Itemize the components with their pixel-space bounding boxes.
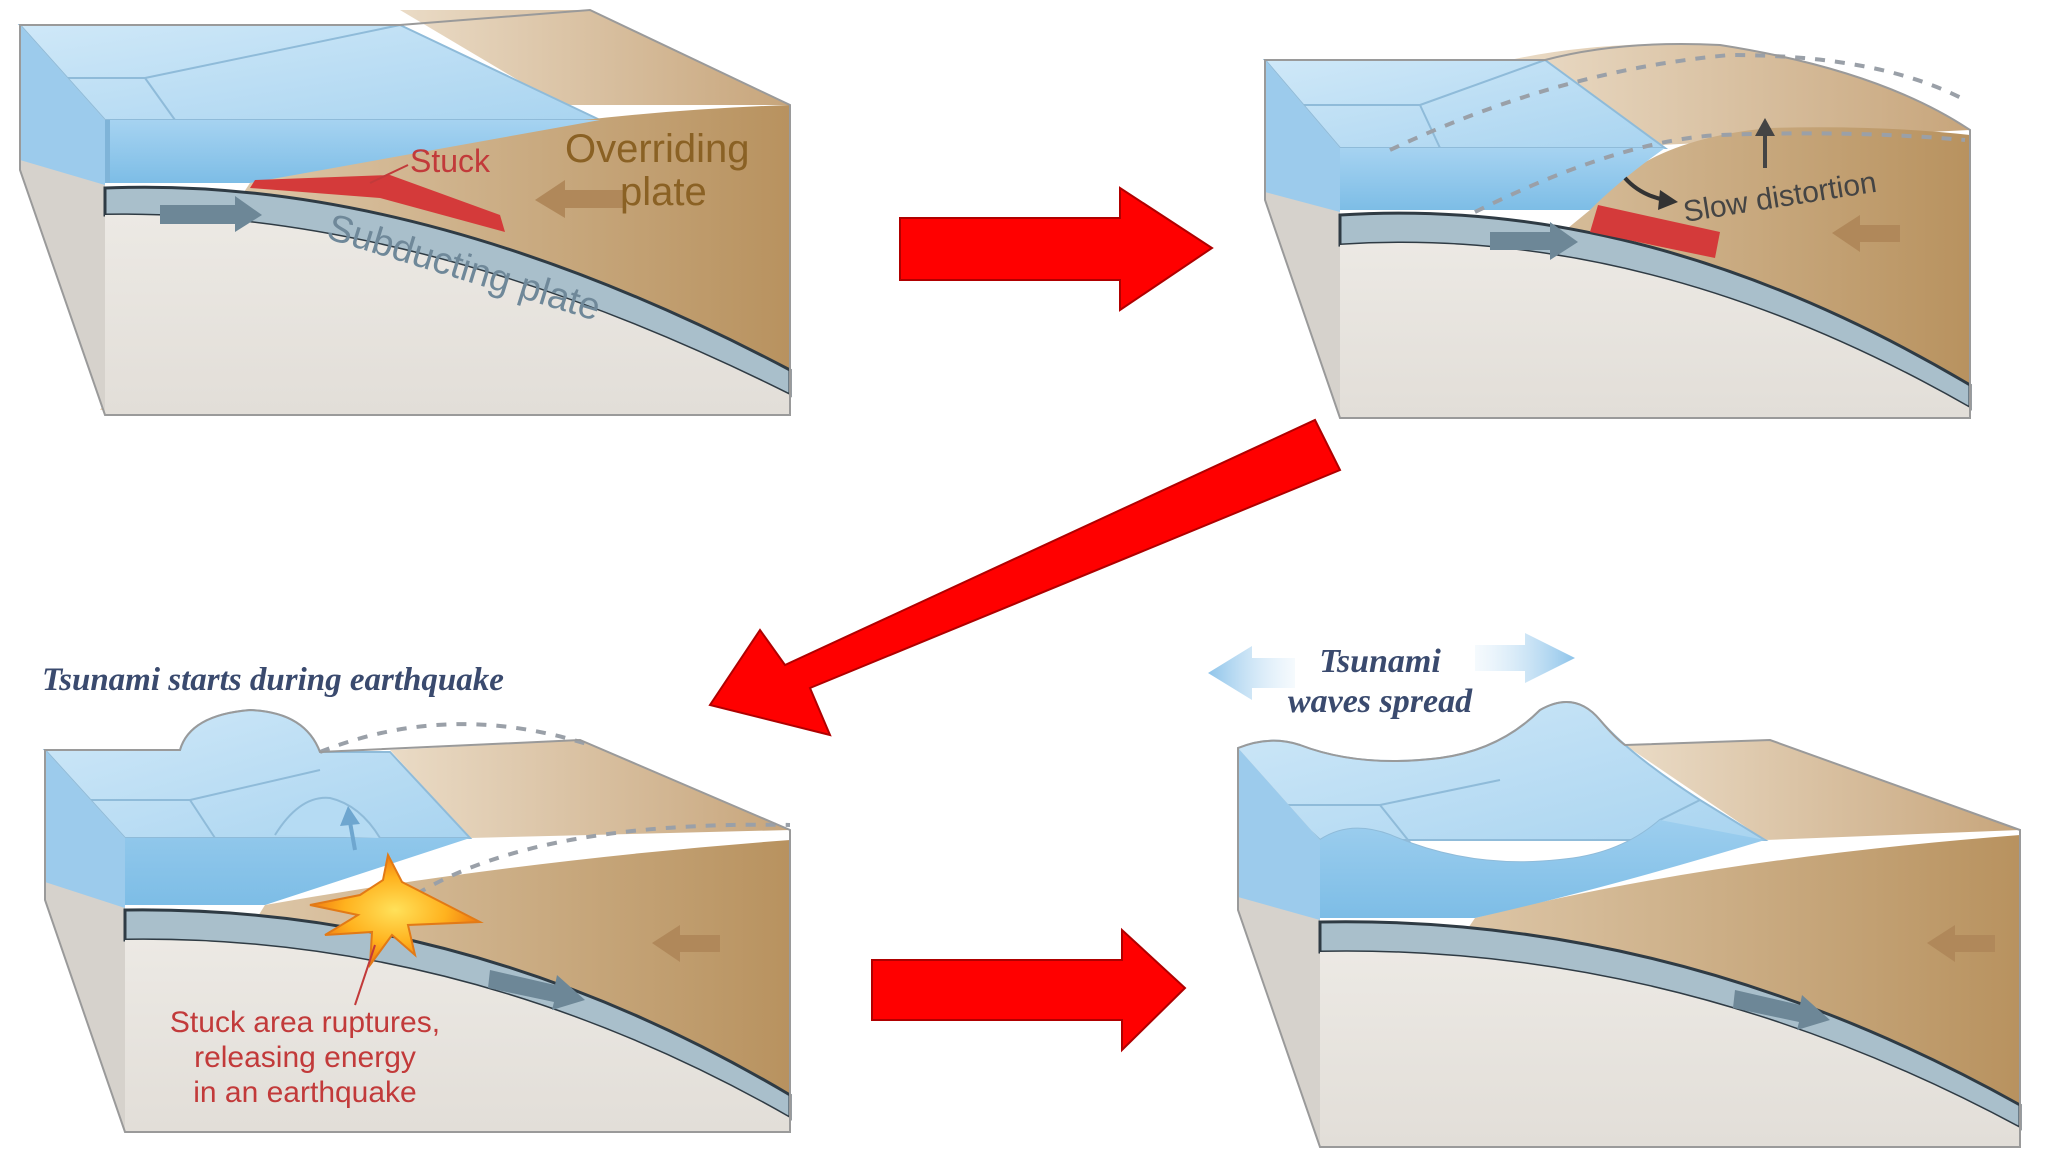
flow-arrow-1-to-2-icon: [899, 186, 1214, 312]
subducting-arrow-icon: [1733, 990, 1830, 1030]
water-front: [45, 760, 470, 905]
overriding-arrow-icon: [652, 925, 720, 962]
overriding-arrow-icon: [1832, 215, 1900, 252]
overriding-label-line1: Overriding: [565, 127, 750, 171]
spread-right-arrow-icon: [1475, 633, 1575, 683]
water-front: [1265, 148, 1665, 210]
overriding-arrow-icon: [1927, 925, 1995, 962]
overriding-arrow-icon: [535, 180, 625, 218]
flow-arrow-2-to-3-icon: [708, 418, 1342, 737]
uplift-arrow-icon: [1755, 118, 1775, 168]
subducting-arrow-icon: [488, 970, 585, 1010]
subducting-arrow-icon: [160, 196, 262, 232]
stuck-label: Stuck: [410, 143, 491, 179]
rupture-label-line1: Stuck area ruptures,: [170, 1006, 440, 1039]
water-front: [20, 120, 600, 183]
subducting-arrow-icon: [1490, 222, 1578, 260]
spread-left-arrow-icon: [1208, 646, 1295, 700]
panel-4-tsunami-spreads: Tsunami waves spread: [1208, 633, 2022, 1148]
panel-2-slow-distortion: Slow distortion: [1262, 43, 1972, 419]
land-top: [400, 10, 790, 105]
rupture-label-line2: releasing energy: [194, 1041, 416, 1074]
distortion-curve-arrow-icon: [1623, 176, 1678, 210]
panel-1-stuck-plates: Stuck Overriding plate Subducting plate: [17, 8, 792, 416]
earthquake-burst-icon: [309, 852, 484, 969]
water-front: [1238, 790, 1765, 918]
panel-3-earthquake: Tsunami starts during earthquake: [42, 662, 792, 1133]
stuck-zone: [250, 175, 505, 232]
stuck-zone: [1590, 205, 1720, 258]
uplift-arrow-icon: [340, 806, 360, 851]
flow-arrow-3-to-4-icon: [871, 927, 1187, 1053]
panel-4-title-line1: Tsunami: [1319, 643, 1441, 680]
panel-4-title-line2: waves spread: [1288, 683, 1473, 720]
panel-3-title: Tsunami starts during earthquake: [42, 662, 504, 698]
overriding-label-line2: plate: [620, 170, 707, 214]
rupture-label-line3: in an earthquake: [193, 1076, 417, 1109]
